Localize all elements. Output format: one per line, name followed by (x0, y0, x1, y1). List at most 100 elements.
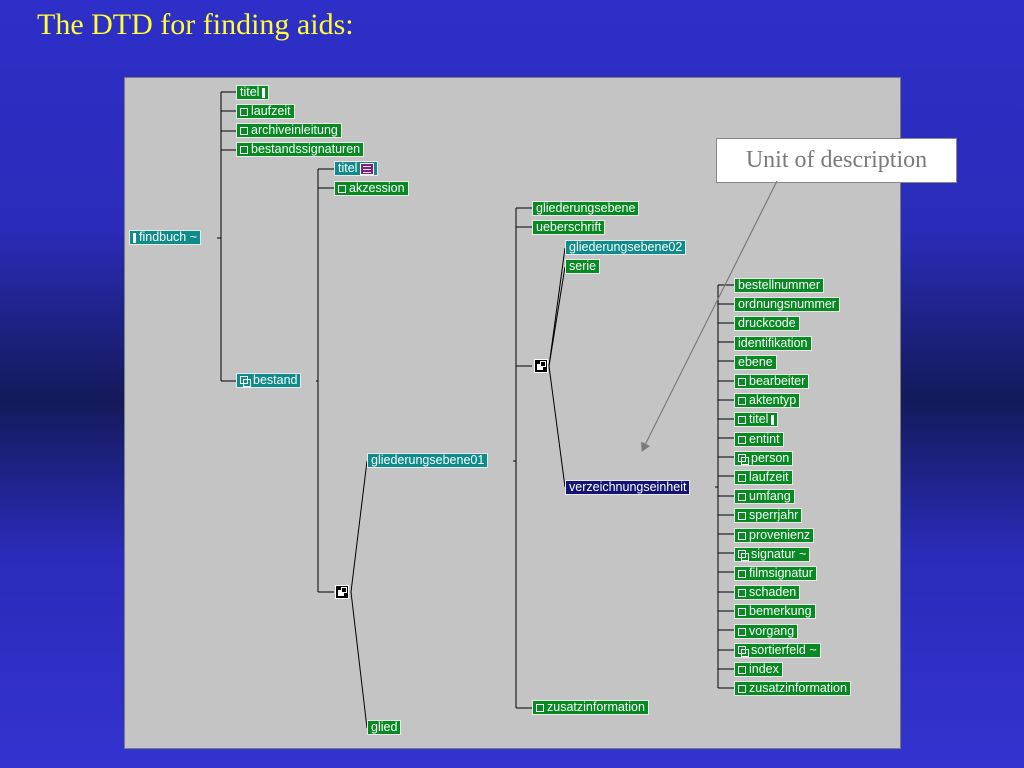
ve-child-provenienz[interactable]: provenienz (734, 528, 815, 543)
node-bestandssignaturen[interactable]: bestandssignaturen (236, 142, 365, 157)
ve-child-index[interactable]: index (734, 662, 783, 677)
ve-child-entint[interactable]: entint (734, 432, 784, 447)
node-label: zusatzinformation (749, 681, 847, 695)
node-findbuch[interactable]: findbuch ~ (129, 230, 202, 245)
node-label: laufzeit (251, 104, 291, 118)
checkbox-icon (240, 107, 248, 116)
unit-of-description-callout: Unit of description (716, 138, 957, 183)
node-label: akzession (349, 181, 405, 195)
double-box-icon (738, 549, 749, 561)
list-lines-icon (360, 162, 375, 175)
ve-child-identifikation[interactable]: identifikation (734, 336, 812, 351)
text-element-icon (133, 232, 136, 243)
ve-child-druckcode[interactable]: druckcode (734, 316, 800, 331)
node-label: bestand (253, 373, 298, 387)
node-label: bearbeiter (749, 374, 806, 388)
node-archiveinleitung[interactable]: archiveinleitung (236, 123, 342, 138)
tree-connector-lines (217, 91, 734, 729)
node-label: zusatzinformation (547, 700, 645, 714)
node-gliederungsebene[interactable]: gliederungsebene (532, 201, 640, 216)
checkbox-icon (738, 396, 746, 405)
checkbox-icon (240, 126, 248, 135)
ve-child-ordnungsnummer[interactable]: ordnungsnummer (734, 297, 840, 312)
node-gliederungsebene02[interactable]: gliederungsebene02 (565, 240, 687, 255)
sequence-icon[interactable] (335, 585, 349, 599)
double-box-icon (738, 453, 749, 465)
sequence-icon[interactable] (534, 359, 548, 373)
checkbox-icon (738, 607, 746, 616)
node-label: index (749, 662, 779, 676)
node-label: entint (749, 432, 780, 446)
ve-child-vorgang[interactable]: vorgang (734, 624, 799, 639)
ve-child-bemerkung[interactable]: bemerkung (734, 604, 816, 619)
ve-child-sortierfeld[interactable]: sortierfeld ~ (734, 643, 821, 658)
node-bestand[interactable]: bestand (236, 373, 302, 388)
node-ueberschrift[interactable]: ueberschrift (532, 220, 606, 235)
node-label: gliederungsebene01 (371, 453, 485, 467)
node-label: titel (338, 161, 358, 175)
checkbox-icon (536, 703, 544, 712)
ve-child-bearbeiter[interactable]: bearbeiter (734, 374, 810, 389)
node-label: schaden (749, 585, 797, 599)
node-label: titel (240, 85, 260, 99)
node-label: filmsignatur (749, 566, 813, 580)
node-label: identifikation (738, 336, 808, 350)
node-verzeichnungseinheit[interactable]: verzeichnungseinheit (565, 480, 691, 495)
checkbox-icon (738, 492, 746, 501)
node-label: person (751, 451, 790, 465)
ve-child-person[interactable]: person (734, 451, 794, 466)
checkbox-icon (738, 665, 746, 674)
node-label: umfang (749, 489, 791, 503)
checkbox-icon (738, 588, 746, 597)
ve-child-bestellnummer[interactable]: bestellnummer (734, 278, 824, 293)
node-label: bemerkung (749, 604, 812, 618)
node-label: findbuch ~ (139, 230, 198, 244)
ve-child-schaden[interactable]: schaden (734, 585, 801, 600)
text-element-icon (262, 87, 266, 98)
node-label: titel (749, 412, 769, 426)
node-label: vorgang (749, 624, 795, 638)
node-label: provenienz (749, 528, 811, 542)
node-laufzeit-root[interactable]: laufzeit (236, 104, 295, 119)
checkbox-icon (338, 184, 346, 193)
ve-child-ebene[interactable]: ebene (734, 355, 777, 370)
node-gliederungsebene01[interactable]: gliederungsebene01 (367, 453, 489, 468)
node-label: gliederungsebene (536, 201, 636, 215)
checkbox-icon (738, 684, 746, 693)
double-box-icon (738, 645, 749, 657)
slide-title: The DTD for finding aids: (37, 8, 354, 41)
node-label: bestandssignaturen (251, 142, 361, 156)
checkbox-icon (738, 531, 746, 540)
node-akzession[interactable]: akzession (334, 181, 409, 196)
node-label: sortierfeld ~ (751, 643, 817, 657)
node-label: gliederungsebene02 (569, 240, 683, 254)
ve-child-zusatzinformation[interactable]: zusatzinformation (734, 681, 851, 696)
ve-child-filmsignatur[interactable]: filmsignatur (734, 566, 817, 581)
checkbox-icon (738, 473, 746, 482)
node-label: signatur ~ (751, 547, 807, 561)
node-label: verzeichnungseinheit (569, 480, 687, 494)
node-serie[interactable]: serie (565, 259, 601, 274)
node-label: ordnungsnummer (738, 297, 836, 311)
node-zusatzinformation-glied[interactable]: zusatzinformation (532, 700, 649, 715)
ve-child-sperrjahr[interactable]: sperrjahr (734, 508, 803, 523)
node-label: aktentyp (749, 393, 797, 407)
double-box-icon (240, 375, 251, 387)
checkbox-icon (240, 145, 248, 154)
ve-child-umfang[interactable]: umfang (734, 489, 795, 504)
node-titel-bestand[interactable]: titel (334, 161, 379, 176)
node-glied[interactable]: glied (367, 720, 402, 735)
node-label: ebene (738, 355, 773, 369)
ve-child-signatur[interactable]: signatur ~ (734, 547, 811, 562)
checkbox-icon (738, 415, 746, 424)
ve-child-titel[interactable]: titel (734, 412, 779, 427)
node-label: archiveinleitung (251, 123, 338, 137)
ve-child-laufzeit[interactable]: laufzeit (734, 470, 793, 485)
node-label: bestellnummer (738, 278, 820, 292)
node-titel-root[interactable]: titel (236, 85, 270, 100)
node-label: sperrjahr (749, 508, 799, 522)
checkbox-icon (738, 627, 746, 636)
node-label: druckcode (738, 316, 796, 330)
ve-child-aktentyp[interactable]: aktentyp (734, 393, 801, 408)
checkbox-icon (738, 569, 746, 578)
